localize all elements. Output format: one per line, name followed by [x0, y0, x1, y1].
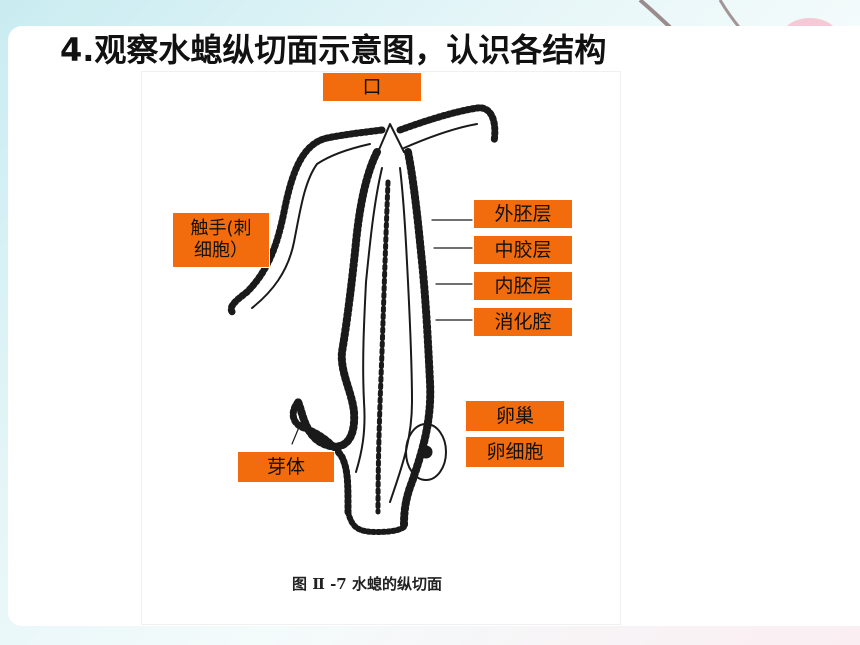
slide-title: 4.观察水螅纵切面示意图，认识各结构: [60, 31, 607, 69]
figure-caption: 图 Ⅱ -7 水螅的纵切面: [292, 575, 442, 593]
label-mouth: 口: [322, 72, 422, 102]
label-gastric-cavity: 消化腔: [473, 307, 573, 337]
hydra-section-figure: 图 Ⅱ -7 水螅的纵切面: [142, 72, 620, 624]
label-mesoglea: 中胶层: [473, 235, 573, 265]
label-egg-cell: 卵细胞: [465, 436, 565, 468]
label-tentacle-cnidocyte: 触手(刺 细胞）: [172, 212, 270, 268]
label-ectoderm: 外胚层: [473, 199, 573, 229]
label-endoderm: 内胚层: [473, 271, 573, 301]
label-ovary: 卵巢: [465, 400, 565, 432]
hydra-longitudinal-section-drawing: [227, 104, 499, 535]
label-bud: 芽体: [237, 451, 335, 483]
